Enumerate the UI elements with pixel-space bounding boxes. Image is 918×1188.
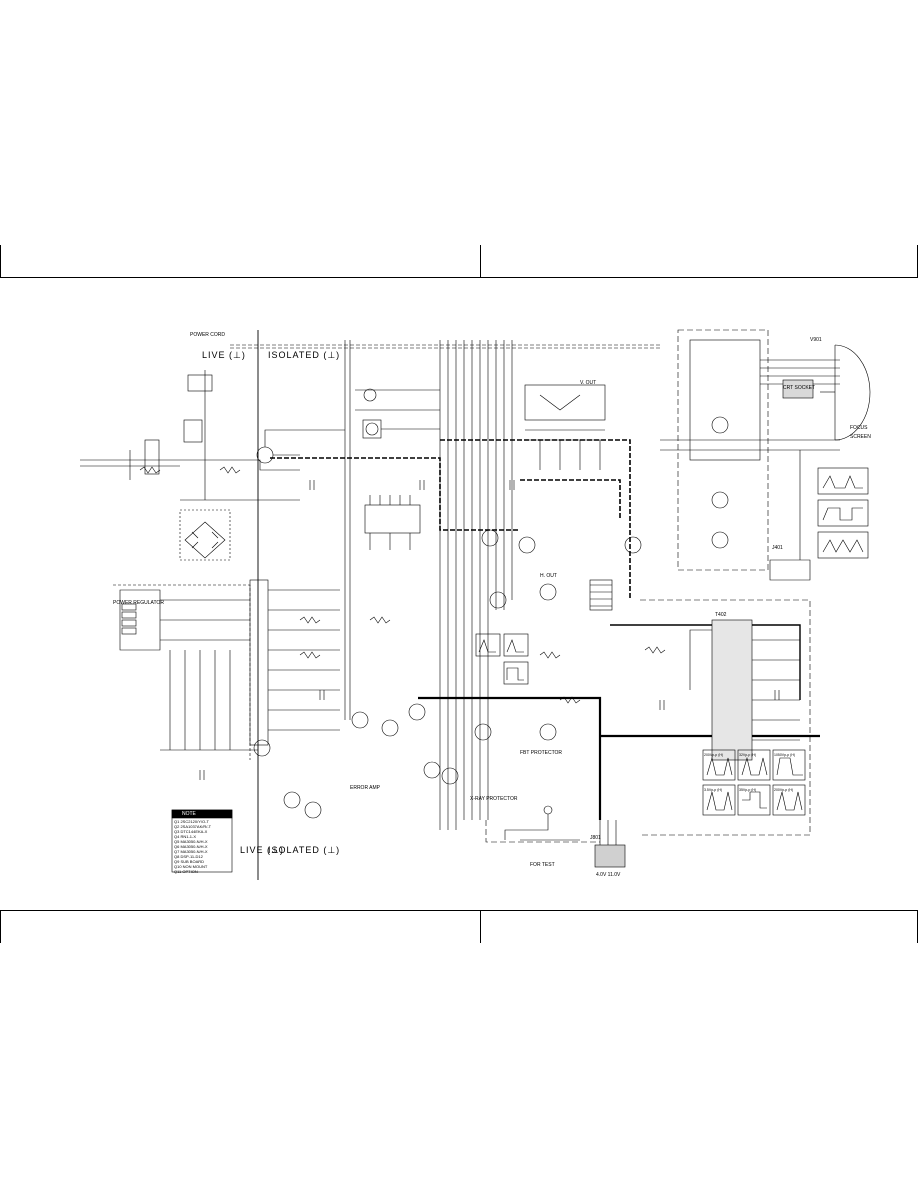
note-list: Q1 2SC2120/Y/O-T Q2 2SA1037AK/R/-T Q3 DT… [174, 819, 232, 874]
v-out-label: V. OUT [580, 380, 597, 386]
live-label-top: LIVE (⊥) [202, 350, 246, 360]
note-item: Q9 SUB BOARD [174, 859, 205, 864]
power-regulator-label: POWER REGULATOR [113, 600, 164, 606]
power-cord-label: POWER CORD [190, 332, 225, 338]
connector-j401: J401 [772, 545, 783, 551]
note-item: Q11 OPTION [174, 869, 198, 874]
isolated-label-top: ISOLATED (⊥) [268, 350, 341, 360]
live-label-bottom: LIVE (⊥) [240, 845, 284, 855]
note-item: Q6 MA3050-N/H-X [174, 844, 208, 849]
waveform-label-1: 200Vp-p (H) [704, 753, 724, 757]
note-title: NOTE [182, 811, 196, 817]
waveform-label-4: 3.5Vp-p (H) [704, 788, 723, 792]
connector-j801: J801 [590, 835, 601, 841]
test-voltages: 4.0V 11.0V [596, 872, 621, 878]
focus-label: FOCUS [850, 425, 868, 431]
note-item: Q2 2SA1037AK/R/-T [174, 824, 212, 829]
fbt-protector-label: FBT PROTECTOR [520, 750, 563, 756]
top-frame-left [0, 245, 1, 278]
top-frame-line [0, 277, 918, 278]
note-item: Q5 MA3050-N/H-X [174, 839, 208, 844]
note-item: Q4 RN1-1-X [174, 834, 197, 839]
bottom-frame-line [0, 910, 918, 911]
waveform-label-2: 32Vp-p (H) [739, 753, 757, 757]
note-item: Q10 NON MOUNT [174, 864, 208, 869]
note-item: Q8 DSP-11-D12 [174, 854, 203, 859]
top-frame-divider [480, 245, 481, 278]
waveform-label-6: 200Vp-p (H) [774, 788, 794, 792]
waveform-label-5: 35Vp-p (H) [739, 788, 757, 792]
waveform-label-3: 1050Vp-p (H) [774, 753, 796, 757]
note-item: Q1 2SC2120/Y/O-T [174, 819, 209, 824]
connector-t402: T402 [715, 612, 727, 618]
h-out-label: H. OUT [540, 573, 557, 579]
xray-protector-label: X-RAY PROTECTOR [470, 796, 518, 802]
crt-socket-label: CRT SOCKET [783, 385, 816, 391]
bottom-frame-left [0, 910, 1, 943]
error-amp-label: ERROR AMP [350, 785, 381, 791]
connector-v901: V901 [810, 337, 822, 343]
screen-label: SCREEN [850, 434, 871, 440]
note-item: Q7 MA3050-N/H-X [174, 849, 208, 854]
bottom-frame-divider [480, 910, 481, 943]
for-test-label: FOR TEST [530, 862, 555, 868]
note-item: Q3 DTC144EKA-X [174, 829, 208, 834]
isolated-label-bottom: ISOLATED (⊥) [268, 845, 341, 855]
